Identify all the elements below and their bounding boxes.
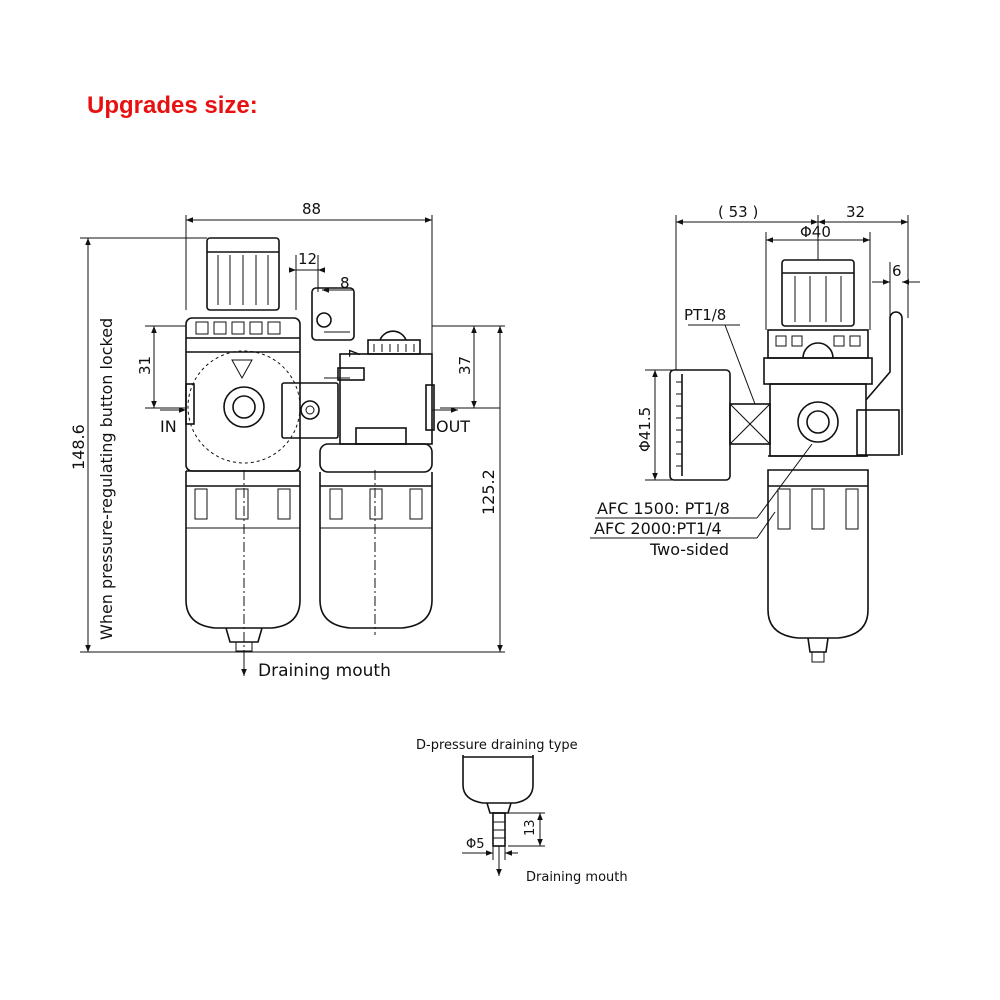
filter-bowl [185, 471, 301, 652]
dim-13: 13 [523, 819, 538, 836]
detail-view: D-pressure draining type 13 Φ5 Draining … [416, 738, 628, 885]
dim-32: 32 [846, 203, 865, 221]
dim-phi5: Φ5 [466, 837, 485, 852]
dim-6: 6 [892, 262, 902, 280]
detail-title: D-pressure draining type [416, 738, 578, 753]
regulator-body [185, 317, 301, 472]
dim-53: ( 53 ) [718, 203, 758, 221]
label-afc1500: AFC 1500: PT1/8 [597, 499, 730, 518]
lubricator-head [319, 330, 435, 473]
detail-draining-mouth: Draining mouth [526, 870, 628, 885]
dim-88: 88 [302, 200, 321, 218]
dim-7: 7 [346, 348, 364, 358]
dim-148-6: 148.6 [69, 424, 88, 470]
front-dimensions: 88 12 8 31 7 37 148.6 [69, 200, 505, 681]
label-in: IN [160, 417, 177, 436]
label-afc2000: AFC 2000:PT1/4 [594, 519, 722, 538]
connector-block [281, 287, 355, 439]
dim-8: 8 [340, 274, 350, 292]
lubricator-bowl [319, 472, 433, 629]
regulator-knob [206, 237, 280, 311]
label-draining-mouth: Draining mouth [258, 661, 391, 681]
label-pt18: PT1/8 [684, 306, 726, 324]
dim-125-2: 125.2 [479, 469, 498, 515]
side-dimensions: ( 53 ) 32 Φ40 6 Φ41.5 PT1/8 AFC 1500: PT… [590, 203, 920, 559]
vertical-note: When pressure-regulating button locked [97, 318, 116, 640]
side-knob [781, 259, 855, 327]
dim-31: 31 [136, 356, 154, 375]
side-view: ( 53 ) 32 Φ40 6 Φ41.5 PT1/8 AFC 1500: PT… [590, 203, 920, 663]
side-bowl [767, 469, 869, 663]
side-body [669, 311, 903, 481]
front-view: 88 12 8 31 7 37 148.6 [69, 200, 505, 681]
dim-phi41-5: Φ41.5 [636, 407, 654, 452]
page-title: Upgrades size: [87, 92, 258, 119]
label-two-sided: Two-sided [649, 540, 729, 559]
dim-37: 37 [456, 356, 474, 375]
dim-12: 12 [298, 250, 317, 268]
dim-phi40: Φ40 [800, 223, 831, 241]
label-out: OUT [436, 417, 470, 436]
